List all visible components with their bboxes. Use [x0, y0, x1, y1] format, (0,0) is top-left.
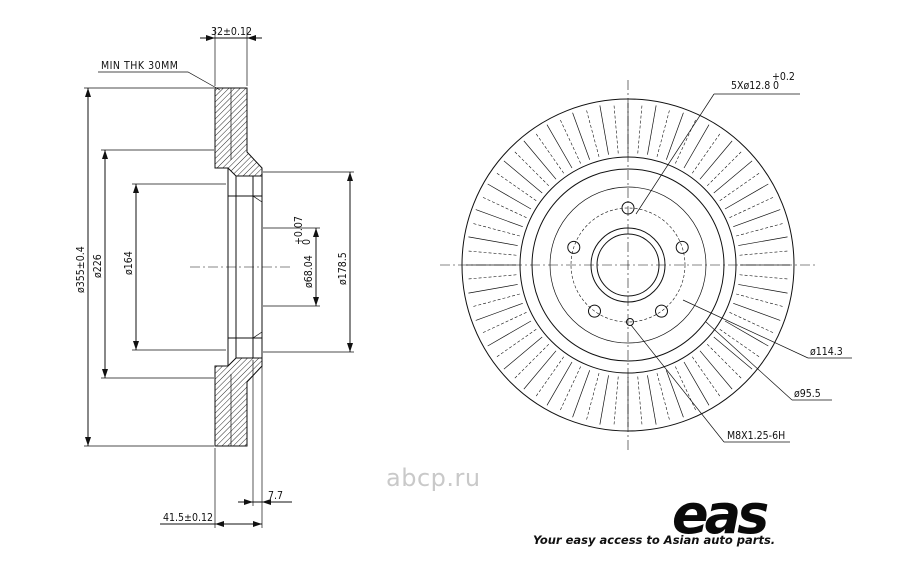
cooling-vane — [475, 209, 523, 228]
cooling-vane — [656, 373, 671, 422]
pcd-label: ø114.3 — [810, 346, 843, 358]
cooling-vane — [572, 370, 591, 418]
cooling-vane — [572, 112, 591, 160]
cooling-vane — [719, 328, 761, 359]
cooling-vane — [559, 366, 581, 412]
cooling-vane — [724, 183, 769, 210]
cooling-vane — [487, 183, 532, 210]
cooling-vane — [637, 103, 643, 154]
cooling-vane — [523, 140, 557, 180]
eas-logo: eas — [672, 483, 769, 546]
cooling-vane — [523, 350, 557, 390]
cooling-vane — [534, 356, 565, 398]
cooling-vane — [495, 171, 537, 202]
cooling-vane — [706, 150, 743, 187]
cooling-vane — [495, 328, 537, 359]
cooling-vane — [471, 222, 520, 237]
cooling-vane — [466, 250, 517, 256]
bolt-hole — [567, 240, 581, 254]
height-label: 41.5±0.12 — [163, 512, 213, 524]
center-bore-label: ø68.04 — [303, 255, 315, 288]
cooling-vane — [739, 274, 790, 280]
cooling-vane — [699, 350, 733, 390]
thickness-label: 32±0.12 — [211, 26, 252, 38]
cooling-vane — [599, 105, 609, 155]
cooling-vane — [585, 108, 600, 157]
min-thickness-label: MIN THK 30MM — [101, 60, 178, 72]
bolt-hole — [587, 304, 601, 318]
front-view — [440, 80, 852, 452]
cooling-vane — [599, 375, 609, 425]
cooling-vane — [691, 132, 722, 174]
cooling-vane — [724, 320, 769, 347]
watermark: abcp.ru — [386, 464, 481, 492]
cooling-vane — [665, 112, 684, 160]
cooling-vane — [613, 103, 619, 154]
section-view — [84, 28, 354, 528]
cooling-vane — [647, 375, 657, 425]
center-bore-tol-upper: +0.07 — [293, 216, 305, 245]
cooling-vane — [729, 196, 775, 218]
cooling-vane — [713, 160, 753, 194]
cooling-vane — [733, 209, 781, 228]
cooling-vane — [736, 293, 785, 308]
cooling-vane — [534, 132, 565, 174]
cooling-vane — [466, 274, 517, 280]
cooling-vane — [739, 250, 790, 256]
cooling-vane — [719, 171, 761, 202]
cooling-vane — [683, 124, 710, 169]
cooling-vane — [585, 373, 600, 422]
cooling-vane — [733, 302, 781, 321]
cooling-vane — [637, 376, 643, 427]
bolt-tol-lower: 0 — [773, 80, 779, 92]
cooling-vane — [647, 105, 657, 155]
bolt-hole — [675, 240, 689, 254]
cooling-vane — [736, 222, 785, 237]
cooling-vane — [706, 343, 743, 380]
outer-diameter-label: ø355±0.4 — [75, 246, 87, 293]
cooling-vane — [487, 320, 532, 347]
threaded-hole — [626, 318, 634, 326]
cooling-vane — [729, 312, 775, 334]
cooling-vane — [468, 284, 518, 294]
cooling-vane — [738, 236, 788, 246]
cooling-vane — [513, 150, 550, 187]
cooling-vane — [503, 160, 543, 194]
cooling-vane — [513, 343, 550, 380]
cooling-vane — [475, 302, 523, 321]
thread-label: M8X1.25-6H — [727, 430, 785, 442]
offset-label: 7.7 — [268, 490, 283, 502]
cooling-vane — [699, 140, 733, 180]
cooling-vane — [613, 376, 619, 427]
cooling-vane — [713, 336, 753, 370]
tagline: Your easy access to Asian auto parts. — [533, 533, 776, 547]
cooling-vane — [675, 366, 697, 412]
d164-label: ø164 — [123, 251, 135, 275]
cooling-vane — [738, 284, 788, 294]
d226-label: ø226 — [92, 254, 104, 278]
cooling-vane — [503, 336, 543, 370]
cooling-vane — [691, 356, 722, 398]
cooling-vane — [468, 236, 518, 246]
cooling-vane — [481, 196, 527, 218]
d178-label: ø178.5 — [337, 252, 349, 285]
cooling-vane — [665, 370, 684, 418]
center-bore-tol-lower: 0 — [301, 239, 313, 245]
cooling-vane — [546, 361, 573, 406]
bolt-tol-upper: +0.2 — [772, 71, 795, 83]
bolt-hole — [655, 304, 669, 318]
cooling-vane — [546, 124, 573, 169]
cooling-vane — [481, 312, 527, 334]
bolt-holes-label: 5Xø12.8 — [731, 80, 770, 92]
d95-label: ø95.5 — [794, 388, 821, 400]
cooling-vane — [656, 108, 671, 157]
cooling-vane — [683, 361, 710, 406]
cooling-vane — [471, 293, 520, 308]
cooling-vane — [675, 118, 697, 164]
cooling-vane — [559, 118, 581, 164]
